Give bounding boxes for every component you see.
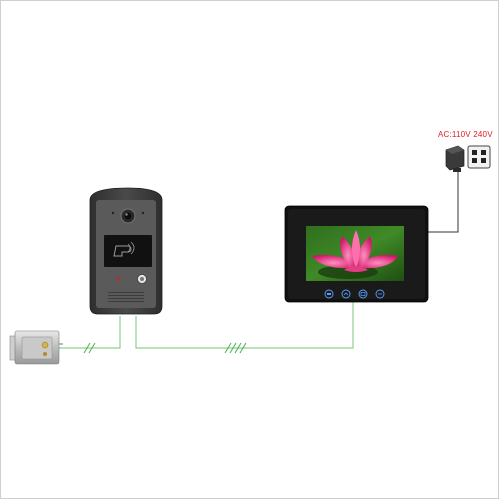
wall-outlet	[467, 145, 491, 169]
indoor-monitor	[284, 205, 429, 303]
power-voltage-label: AC:110V 240V	[438, 130, 493, 139]
wire-lock-to-doorbell	[58, 316, 121, 349]
unlock-icon[interactable]	[324, 289, 334, 299]
doorbell-outdoor-unit	[89, 187, 163, 315]
card-reader-icon	[104, 235, 152, 267]
wire-doorbell-to-monitor	[135, 302, 354, 349]
monitor-icon[interactable]	[358, 289, 368, 299]
speaker-grille	[108, 292, 144, 302]
call-button-icon	[137, 274, 147, 284]
power-adapter	[445, 145, 465, 172]
talk-icon[interactable]	[341, 289, 351, 299]
wire-break-marks	[83, 342, 247, 354]
monitor-buttons	[324, 289, 385, 299]
electric-lock	[9, 330, 63, 365]
menu-icon[interactable]	[375, 289, 385, 299]
wire-power-to-monitor	[428, 168, 459, 233]
lotus-flower-image	[312, 230, 398, 272]
camera-lens-icon	[120, 208, 136, 224]
monitor-screen	[306, 226, 404, 281]
